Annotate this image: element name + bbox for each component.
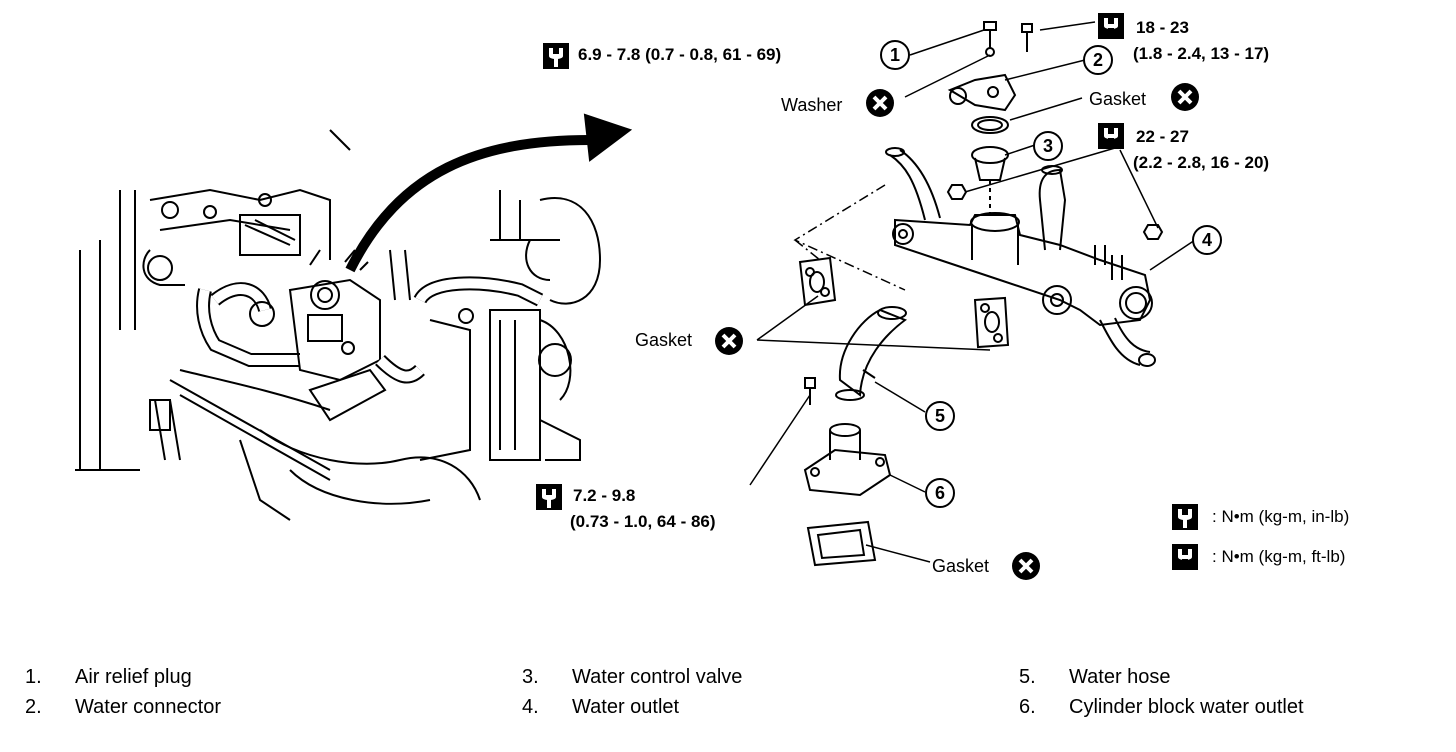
gasket-bottom-label: Gasket bbox=[932, 556, 990, 576]
direction-arrow bbox=[345, 135, 591, 273]
part-name: Water outlet bbox=[572, 696, 680, 718]
replace-part-x-icon bbox=[866, 89, 894, 117]
torque-wrench-ft-lb-icon bbox=[1098, 123, 1124, 149]
callout-4: 4 bbox=[1192, 225, 1222, 255]
torque-wrench-in-lb-icon bbox=[536, 484, 562, 510]
torque-wrench-ft-lb-icon bbox=[1098, 13, 1124, 39]
parts-list: 1. Air relief plug 2. Water connector 3. Wa… bbox=[0, 662, 1456, 742]
list-item: 3. Water control valve bbox=[522, 662, 742, 692]
callout-2: 2 bbox=[1083, 45, 1113, 75]
callout-5: 5 bbox=[925, 401, 955, 431]
part-number: 6. bbox=[1019, 696, 1036, 718]
part-name: Water control valve bbox=[572, 666, 743, 688]
torque-spec-top-right-range: 18 - 23 bbox=[1136, 18, 1189, 37]
replace-part-x-icon bbox=[715, 327, 743, 355]
exploded-diagram bbox=[75, 21, 1196, 567]
torque-spec-top-left: 6.9 - 7.8 (0.7 - 0.8, 61 - 69) bbox=[578, 45, 782, 64]
part-name: Cylinder block water outlet bbox=[1069, 696, 1304, 718]
exploded-parts bbox=[793, 21, 1164, 567]
callout-6: 6 bbox=[925, 478, 955, 508]
callout-3: 3 bbox=[1033, 131, 1063, 161]
washer-label: Washer bbox=[781, 95, 843, 115]
torque-spec-mid-right-units: (2.2 - 2.8, 16 - 20) bbox=[1133, 153, 1270, 172]
callout-1: 1 bbox=[880, 40, 910, 70]
torque-wrench-in-lb-icon bbox=[1172, 504, 1198, 530]
legend-in-lb: : N•m (kg-m, in-lb) bbox=[1212, 507, 1350, 526]
torque-wrench-in-lb-icon bbox=[543, 43, 569, 69]
torque-spec-top-right-units: (1.8 - 2.4, 13 - 17) bbox=[1133, 44, 1270, 63]
replace-part-x-icon bbox=[1012, 552, 1040, 580]
gasket-left-label: Gasket bbox=[635, 330, 693, 350]
gasket-upper-label: Gasket bbox=[1089, 89, 1147, 109]
list-item: 6. Cylinder block water outlet bbox=[1019, 692, 1304, 722]
leader-lines bbox=[749, 21, 1196, 563]
part-number: 3. bbox=[522, 666, 539, 688]
torque-spec-bottom-range: 7.2 - 9.8 bbox=[573, 486, 636, 505]
list-item: 4. Water outlet bbox=[522, 692, 679, 722]
replace-part-x-icon bbox=[1171, 83, 1199, 111]
engine-illustration bbox=[75, 129, 602, 521]
list-item: 5. Water hose bbox=[1019, 662, 1171, 692]
part-number: 5. bbox=[1019, 666, 1036, 688]
legend-ft-lb: : N•m (kg-m, ft-lb) bbox=[1212, 547, 1346, 566]
part-number: 2. bbox=[25, 696, 42, 718]
list-item: 1. Air relief plug bbox=[25, 662, 192, 692]
part-name: Water connector bbox=[75, 696, 221, 718]
part-number: 1. bbox=[25, 666, 42, 688]
torque-spec-mid-right-range: 22 - 27 bbox=[1136, 127, 1189, 146]
torque-wrench-ft-lb-icon bbox=[1172, 544, 1198, 570]
part-number: 4. bbox=[522, 696, 539, 718]
part-name: Water hose bbox=[1069, 666, 1171, 688]
torque-spec-bottom-units: (0.73 - 1.0, 64 - 86) bbox=[570, 512, 716, 531]
part-name: Air relief plug bbox=[75, 666, 192, 688]
list-item: 2. Water connector bbox=[25, 692, 221, 722]
